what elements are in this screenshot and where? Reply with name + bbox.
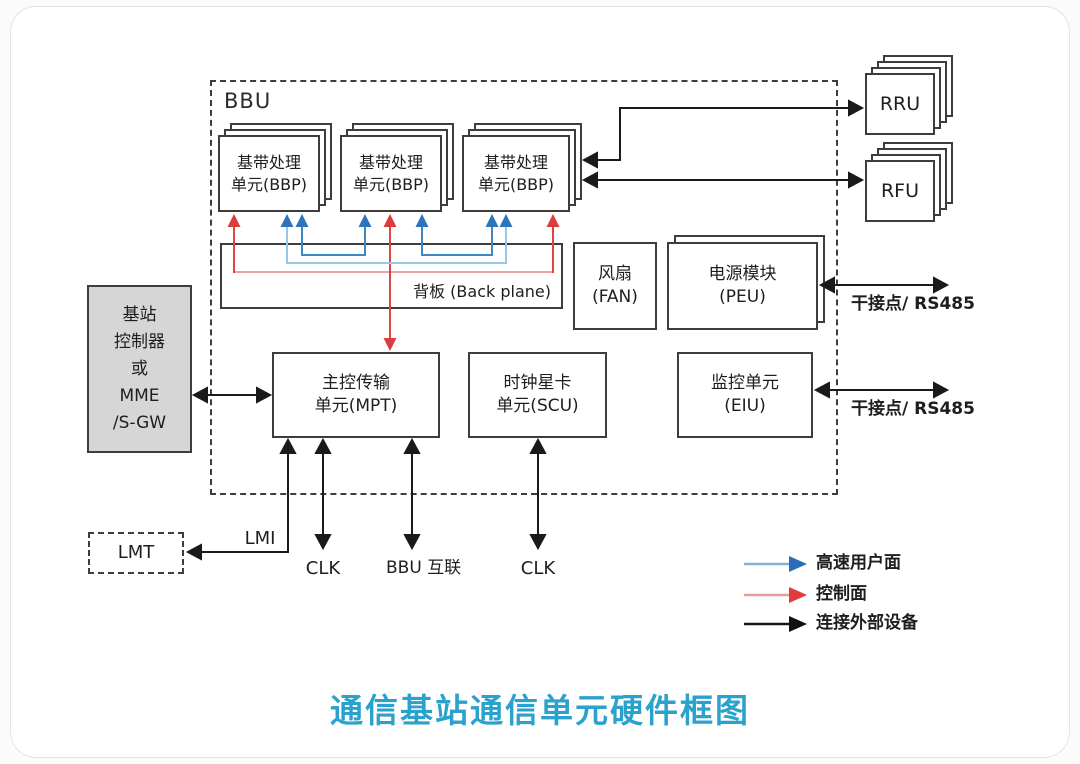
eiu-label-line2: (EIU) (724, 396, 766, 416)
controller-label-line4: MME (119, 385, 160, 406)
peu-box: 电源模块 (PEU) (667, 242, 818, 330)
bbp1-stack: 基带处理 单元(BBP) (218, 123, 332, 212)
bbu-enclosure: BBU (210, 80, 838, 495)
peu-label-line1: 电源模块 (708, 264, 777, 284)
lmt-label: LMT (117, 542, 155, 563)
bbp1-label-line1: 基带处理 (236, 152, 301, 172)
dry-contact-1-line1: 干接点/ (851, 294, 909, 314)
fan-label-line2: (FAN) (592, 287, 638, 307)
controller-label-line3: 或 (131, 358, 148, 379)
diagram-title: 通信基站通信单元硬件框图 (330, 691, 750, 730)
controller-label-line1: 基站 (122, 304, 157, 325)
bbp2-label-line2: 单元(BBP) (352, 174, 430, 194)
bbp2-box: 基带处理 单元(BBP) (340, 135, 442, 212)
bbp3-stack: 基带处理 单元(BBP) (462, 123, 582, 212)
rfu-box: RFU (865, 160, 935, 222)
bbp1-label-line2: 单元(BBP) (230, 174, 308, 194)
mpt-label-line1: 主控传输 (322, 373, 390, 393)
bbp3-box: 基带处理 单元(BBP) (462, 135, 570, 212)
mpt-box: 主控传输 单元(MPT) (272, 352, 440, 438)
fan-label-line1: 风扇 (598, 264, 632, 284)
dry-contact-2-line1: 干接点/ (851, 399, 909, 419)
bbu-interconnect-line1: BBU (386, 558, 422, 578)
eiu-label-line1: 监控单元 (711, 373, 779, 393)
clk-mpt-label: CLK (305, 558, 341, 579)
rru-box: RRU (865, 73, 935, 135)
lmi-label: LMI (244, 528, 276, 549)
rru-label: RRU (879, 93, 921, 115)
dry-contact-2-line2: RS485 (914, 399, 975, 419)
scu-label-line2: 单元(SCU) (496, 396, 579, 416)
backplane-box: 背板 (Back plane) (220, 243, 563, 309)
mpt-label-line2: 单元(MPT) (314, 396, 398, 416)
peu-stack: 电源模块 (PEU) (667, 235, 825, 330)
bbu-interconnect-label: BBU 互联 (386, 557, 461, 580)
controller-box: 基站 控制器 或 MME /S-GW (87, 285, 192, 453)
bbp1-box: 基带处理 单元(BBP) (218, 135, 320, 212)
controller-label-line5: /S-GW (112, 412, 167, 433)
legend-control-plane-label: 控制面 (816, 584, 867, 604)
rfu-label: RFU (880, 180, 920, 202)
bbp2-label-line1: 基带处理 (358, 152, 423, 172)
rfu-stack: RFU (865, 142, 953, 222)
legend-user-plane-label: 高速用户面 (816, 553, 901, 573)
controller-label-line2: 控制器 (114, 331, 165, 352)
lmt-box: LMT (88, 532, 184, 574)
fan-box: 风扇 (FAN) (573, 242, 657, 330)
eiu-box: 监控单元 (EIU) (677, 352, 813, 438)
backplane-label: 背板 (Back plane) (413, 282, 551, 301)
rru-stack: RRU (865, 55, 953, 135)
peu-label-line2: (PEU) (719, 287, 766, 307)
bbu-interconnect-line2: 互联 (427, 558, 462, 578)
scu-label-line1: 时钟星卡 (503, 373, 572, 393)
dry-contact-2-label: 干接点/ RS485 (851, 396, 975, 422)
legend-external-label: 连接外部设备 (816, 613, 918, 633)
bbp2-stack: 基带处理 单元(BBP) (340, 123, 454, 212)
scu-box: 时钟星卡 单元(SCU) (468, 352, 607, 438)
bbp3-label-line1: 基带处理 (483, 152, 548, 172)
dry-contact-1-label: 干接点/ RS485 (851, 291, 975, 317)
clk-scu-label: CLK (520, 558, 556, 579)
dry-contact-1-line2: RS485 (914, 294, 975, 314)
bbp3-label-line2: 单元(BBP) (477, 174, 555, 194)
bbu-label: BBU (224, 89, 272, 113)
